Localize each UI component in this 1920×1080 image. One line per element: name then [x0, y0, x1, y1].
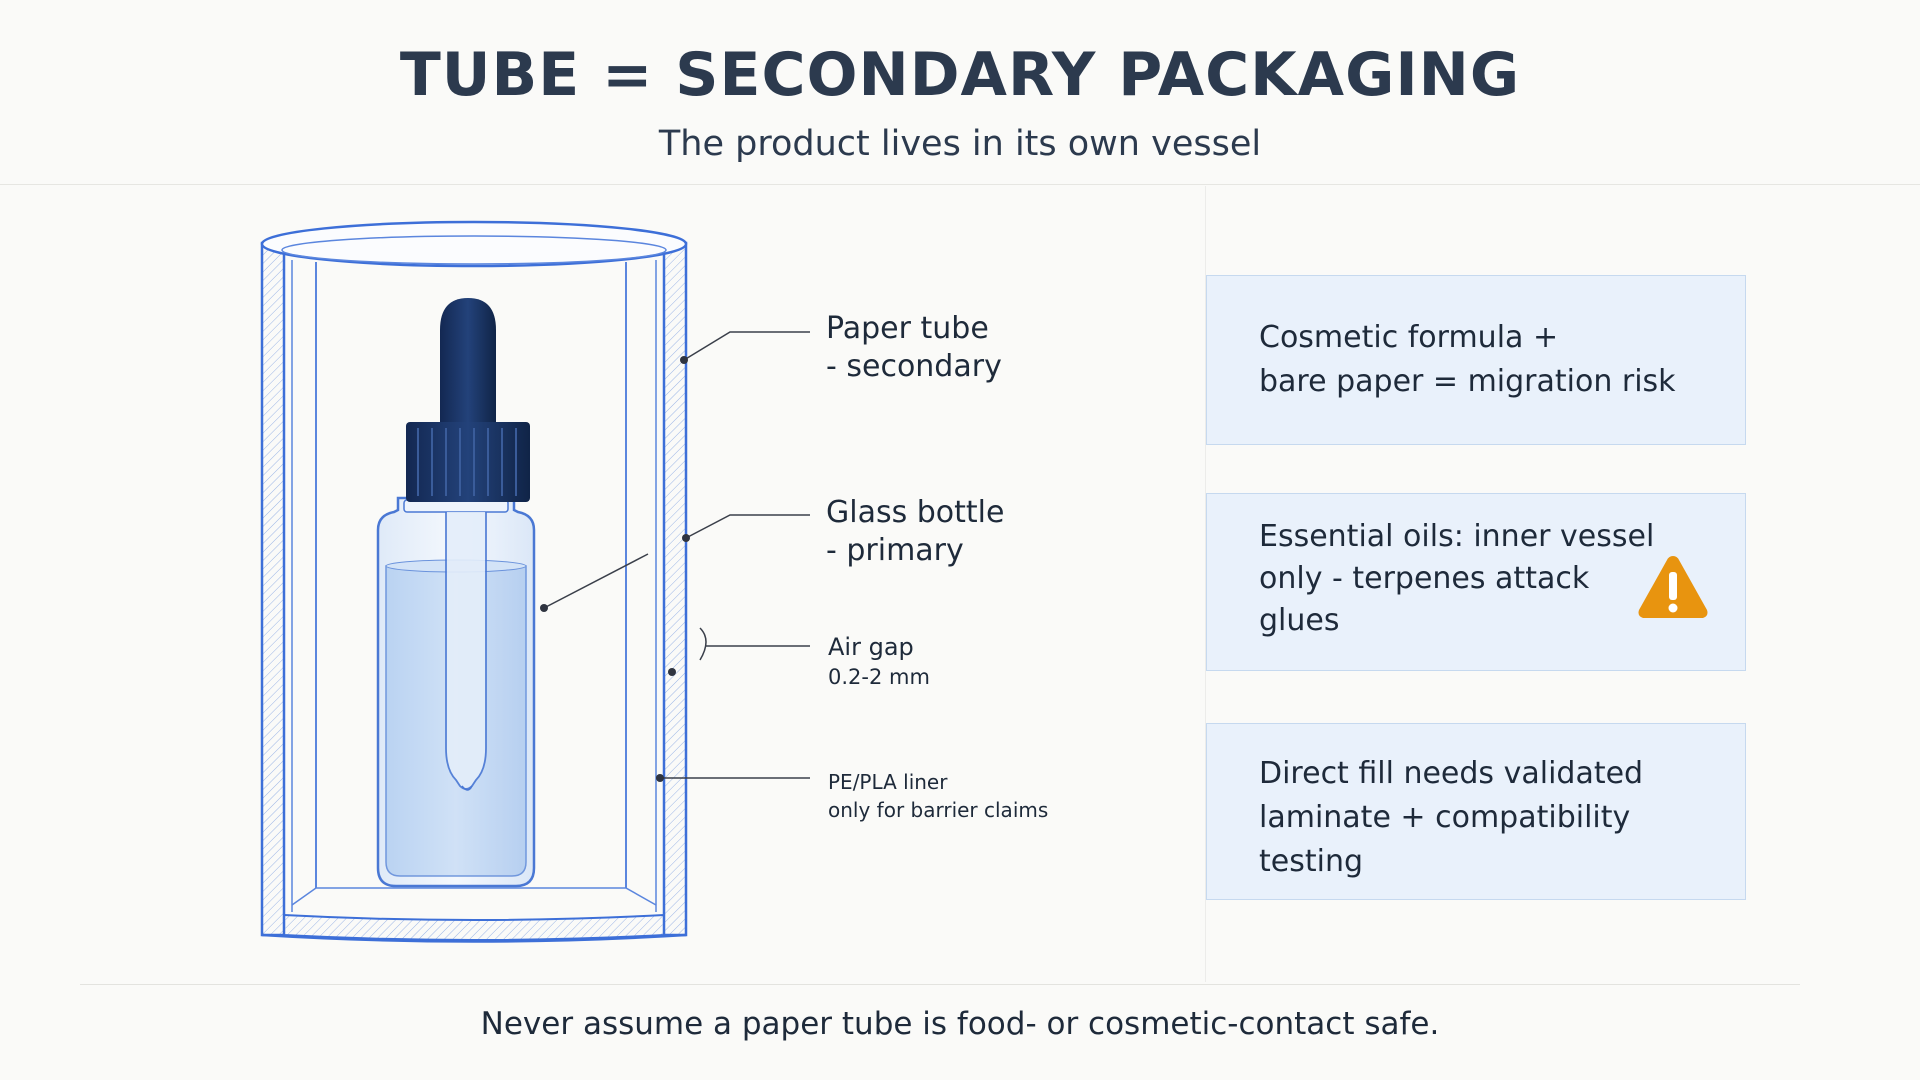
leader-lines: [543, 331, 810, 779]
card-line: Cosmetic formula +: [1259, 320, 1559, 355]
callout-paper-tube: Paper tube - secondary: [826, 310, 1002, 386]
footer-note: Never assume a paper tube is food- or co…: [480, 1006, 1440, 1042]
card-line: laminate + compatibility: [1259, 800, 1631, 835]
card-line: bare paper = migration risk: [1259, 364, 1676, 399]
glass-bottle: [376, 496, 536, 888]
header: TUBE = SECONDARY PACKAGING The product l…: [0, 0, 1920, 185]
dropper-cap: [406, 298, 530, 502]
card-line: Essential oils: inner vessel: [1259, 519, 1655, 554]
paper-tube: [260, 220, 688, 943]
leader-dots: [540, 356, 690, 782]
callout-paper-tube-role: - secondary: [826, 349, 1002, 384]
info-card-migration: Cosmetic formula + bare paper = migratio…: [1206, 275, 1746, 445]
info-card-direct-fill-text: Direct fill needs validated laminate + c…: [1259, 752, 1643, 884]
callout-liner-note: only for barrier claims: [828, 798, 1049, 822]
callout-air-gap: Air gap 0.2-2 mm: [828, 632, 930, 692]
warning-icon: [1638, 556, 1708, 618]
callout-glass-bottle: Glass bottle - primary: [826, 494, 1004, 570]
card-line: glues: [1259, 603, 1340, 638]
info-card-direct-fill: Direct fill needs validated laminate + c…: [1206, 723, 1746, 900]
page-title: TUBE = SECONDARY PACKAGING: [399, 40, 1521, 110]
callout-liner-label: PE/PLA liner: [828, 770, 948, 794]
footer-divider: [80, 984, 1800, 985]
card-line: testing: [1259, 844, 1364, 879]
callout-paper-tube-label: Paper tube: [826, 311, 989, 346]
callout-glass-bottle-label: Glass bottle: [826, 495, 1005, 530]
card-line: Direct fill needs validated: [1259, 756, 1644, 791]
card-line: only - terpenes attack: [1259, 561, 1590, 596]
info-card-migration-text: Cosmetic formula + bare paper = migratio…: [1259, 316, 1676, 404]
info-card-essential-oils: Essential oils: inner vessel only - terp…: [1206, 493, 1746, 671]
callout-air-gap-value: 0.2-2 mm: [828, 665, 930, 689]
column-divider: [1205, 186, 1206, 982]
page-subtitle: The product lives in its own vessel: [658, 124, 1262, 164]
callout-air-gap-label: Air gap: [828, 633, 914, 661]
callout-glass-bottle-role: - primary: [826, 533, 964, 568]
callout-liner: PE/PLA liner only for barrier claims: [828, 768, 1048, 824]
info-card-essential-oils-text: Essential oils: inner vessel only - terp…: [1259, 516, 1654, 642]
